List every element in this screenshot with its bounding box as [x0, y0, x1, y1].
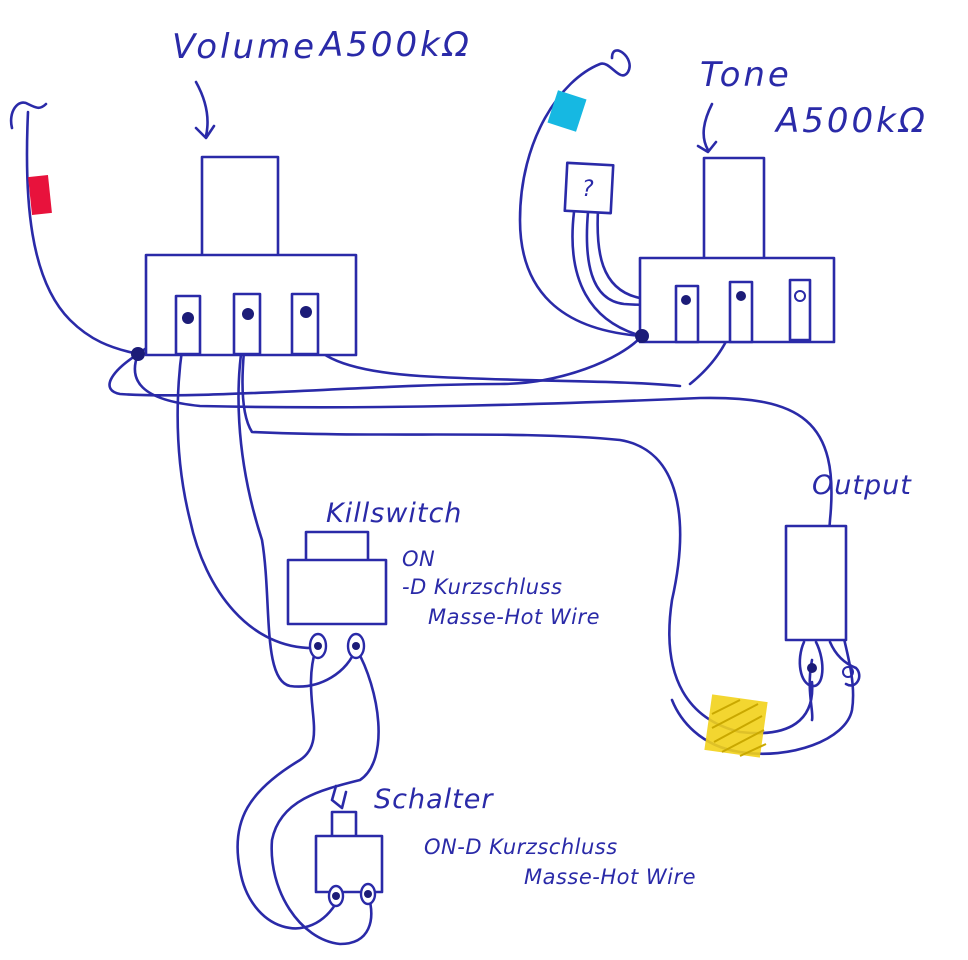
killswitch-lug-right-solder: [352, 642, 360, 650]
killswitch-label: Killswitch: [326, 498, 462, 529]
output-body: [784, 524, 848, 642]
volume-lug-2-solder: [242, 308, 254, 320]
wire-ground-to-output: [133, 352, 855, 756]
volume-lug-1-solder: [182, 312, 194, 324]
killswitch-note-3: Masse-Hot Wire: [428, 605, 600, 629]
unknown-component: ?: [563, 161, 615, 215]
killswitch-body: [286, 558, 388, 626]
volume-lug-2: [232, 292, 262, 356]
schalter-switch: [314, 784, 384, 908]
tone-label: Tone: [700, 55, 792, 95]
tone-pot: [635, 102, 836, 344]
wire-vol-lug3-to-tone: [303, 310, 682, 388]
volume-pot: [131, 80, 358, 361]
killswitch: [286, 530, 388, 660]
tone-value-label: A500kΩ: [774, 101, 928, 141]
tone-lug-3-hole: [794, 290, 806, 302]
tone-lug-3: [788, 278, 812, 342]
output-jack: [784, 524, 861, 688]
volume-lug-3-solder: [300, 306, 312, 318]
labels: Volume A500kΩ Tone A500kΩ Killswitch ON …: [172, 25, 928, 889]
tone-lug-1: [674, 284, 700, 344]
output-lug-right: [828, 640, 861, 687]
output-label: Output: [812, 470, 912, 501]
killswitch-lug-left-solder: [314, 642, 322, 650]
wire-killswitch-to-schalter-1: [236, 646, 340, 930]
volume-shaft: [200, 155, 280, 259]
volume-ground-solder: [131, 347, 145, 361]
volume-lug-3: [290, 292, 320, 356]
tone-shaft: [702, 156, 766, 272]
wires: [9, 49, 855, 946]
output-sleeve-lug: [842, 666, 854, 678]
killswitch-note-1: ON: [402, 547, 435, 571]
tone-arrow: [696, 102, 718, 154]
volume-label: Volume: [172, 27, 317, 67]
tone-lug-2-solder: [736, 291, 746, 301]
output-lug-left: [798, 640, 824, 688]
wire-vol-lug1-to-killswitch: [176, 316, 318, 650]
killswitch-note-2: -D Kurzschluss: [402, 575, 562, 599]
tone-ground-solder: [635, 329, 649, 343]
wire-ground-bus: [108, 334, 644, 397]
schalter-note-2: Masse-Hot Wire: [524, 865, 696, 889]
volume-lug-1: [174, 294, 202, 356]
output-tip-solder: [807, 663, 817, 673]
color-tags: [28, 90, 768, 758]
schalter-lever: [330, 784, 348, 810]
unknown-box: [563, 161, 615, 215]
volume-arrow: [194, 80, 216, 140]
schalter-lug-left-solder: [332, 892, 340, 900]
red-tag: [28, 175, 52, 215]
tone-lug-1-solder: [681, 295, 691, 305]
cyan-tag: [547, 90, 587, 132]
tone-lug-2: [728, 280, 754, 344]
volume-value-label: A500kΩ: [318, 25, 472, 65]
wire-vol-wiper-to-killswitch: [237, 314, 358, 688]
schalter-label: Schalter: [374, 784, 494, 815]
wire-left-pickup: [9, 101, 140, 356]
wire-killswitch-to-schalter-2: [270, 646, 380, 946]
schalter-body: [314, 834, 384, 894]
yellow-tag: [704, 694, 768, 758]
wire-unknown-to-ground: [571, 210, 644, 338]
schalter-collar: [330, 810, 358, 840]
schalter-note-1: ON-D Kurzschluss: [424, 835, 618, 859]
schalter-lug-right-solder: [364, 890, 372, 898]
unknown-label: ?: [582, 177, 594, 202]
